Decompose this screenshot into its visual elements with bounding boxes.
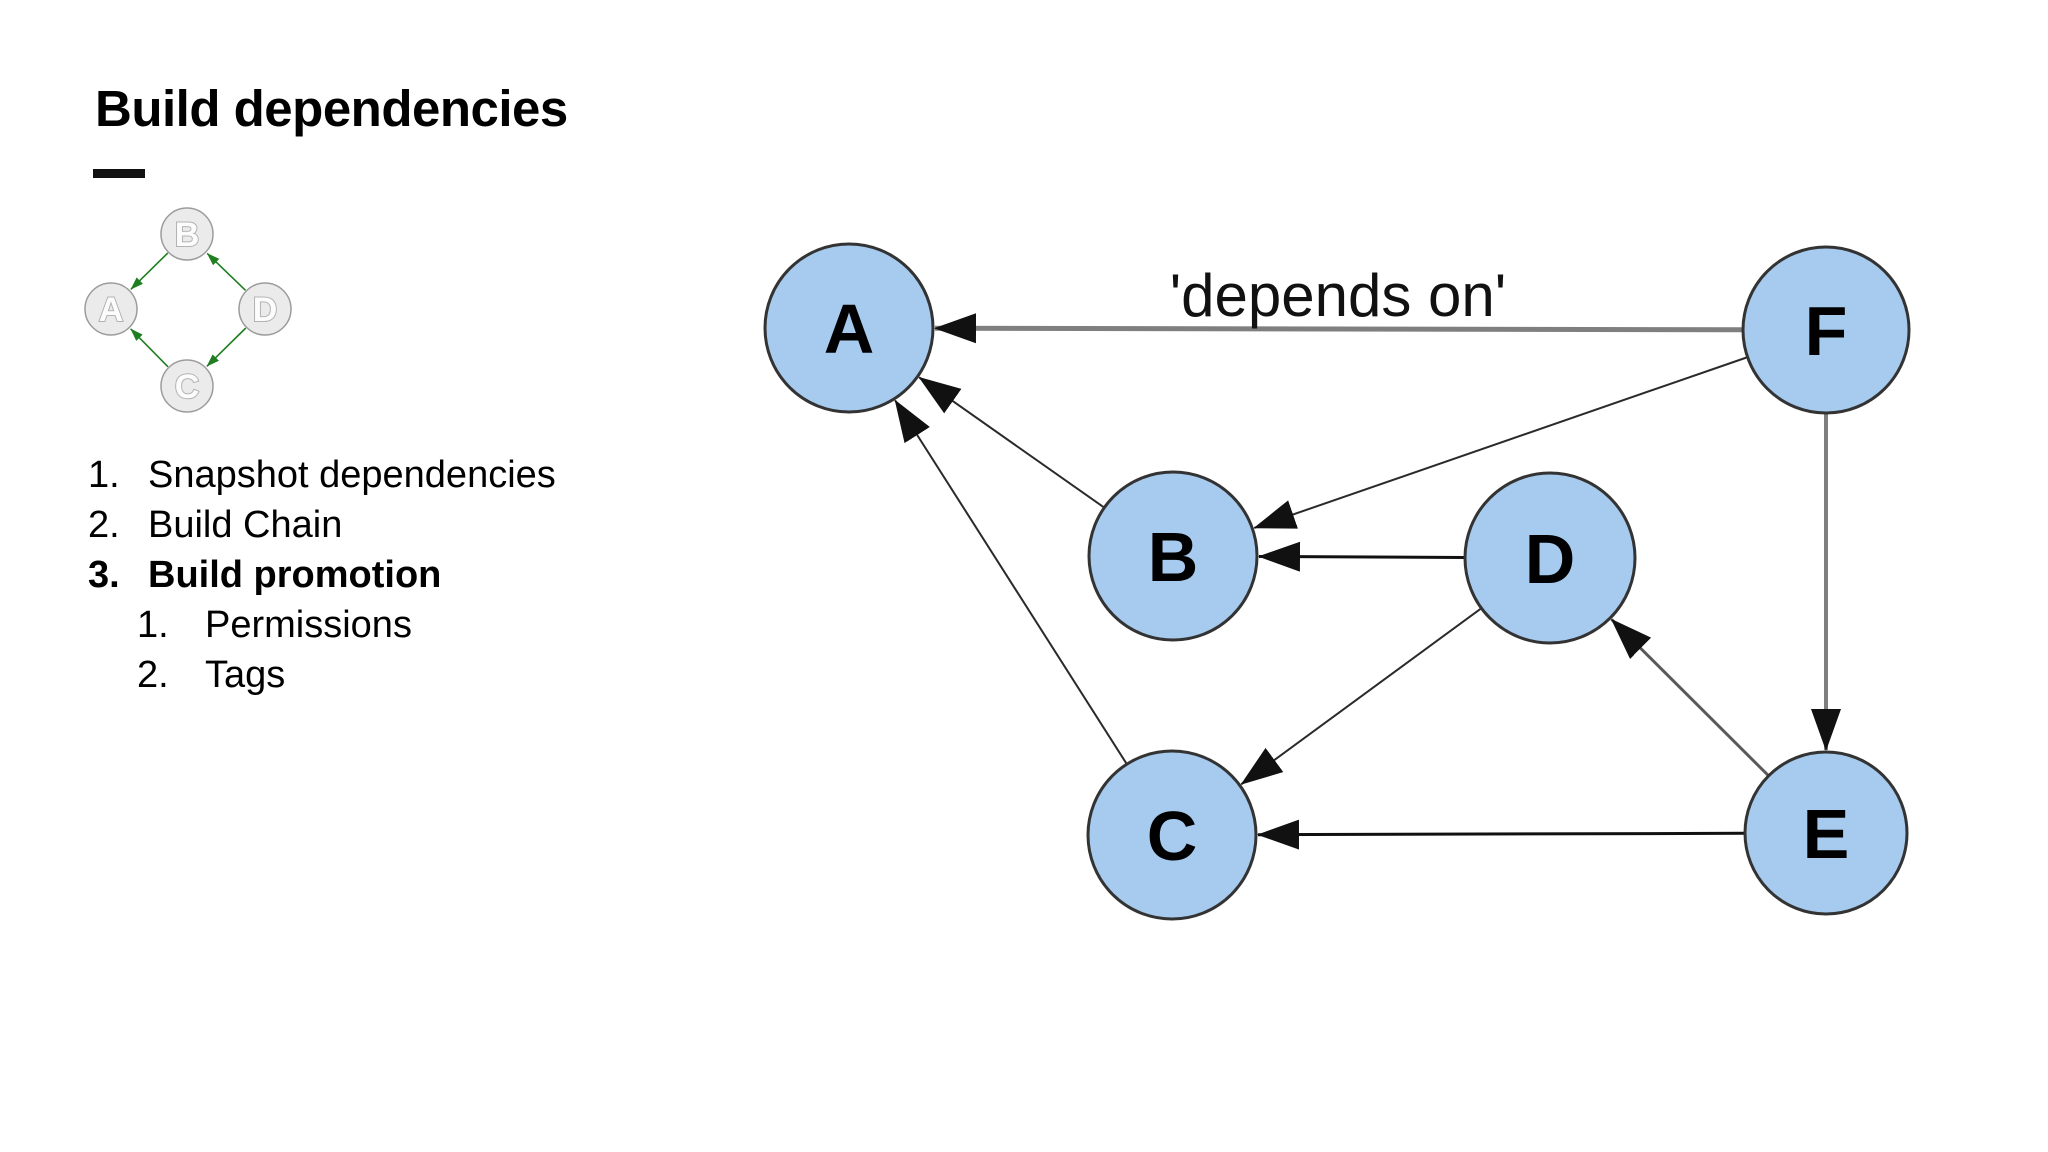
graph-node-A: A [84, 282, 138, 336]
node-circle-D [238, 282, 292, 336]
node-label-C: C [175, 368, 200, 406]
agenda-item-number: 1. [137, 603, 169, 646]
agenda-item-5: 2. Tags [137, 650, 285, 700]
graph-node-D: D [238, 282, 292, 336]
node-circle-B [160, 207, 214, 261]
edge-C-to-A [130, 328, 169, 368]
graph-node-B: B [1087, 470, 1259, 642]
agenda-item-number: 2. [137, 653, 169, 696]
edge-label-depends-on: 'depends on' [1170, 262, 1507, 329]
node-label-D: D [253, 291, 278, 329]
graph-node-E: E [1743, 750, 1909, 916]
agenda-item-2: 2. Build Chain [88, 500, 342, 550]
node-label-C: C [1147, 797, 1198, 875]
agenda-item-label: Build Chain [148, 503, 343, 546]
agenda-item-number: 2. [88, 503, 120, 546]
agenda-item-label: Snapshot dependencies [148, 453, 556, 496]
edge-D-to-B [206, 252, 247, 291]
graph-node-F: F [1741, 245, 1911, 415]
agenda-item-number: 3. [88, 553, 120, 596]
node-circle-C [160, 359, 214, 413]
agenda-item-number: 1. [88, 453, 120, 496]
edge-E-to-D [1610, 618, 1769, 777]
edge-C-to-A [894, 399, 1128, 764]
node-circle-D [1463, 471, 1637, 645]
graph-node-B: B [160, 207, 214, 261]
edge-B-to-A [130, 252, 169, 290]
node-label-B: B [1148, 518, 1199, 596]
edge-D-to-B [1258, 541, 1465, 572]
slide-title: Build dependencies [95, 80, 568, 137]
edge-D-to-C [206, 327, 247, 367]
node-circle-E [1743, 750, 1909, 916]
node-label-E: E [1803, 795, 1850, 873]
node-circle-A [84, 282, 138, 336]
node-circle-A [763, 242, 935, 414]
graph-node-D: D [1463, 471, 1637, 645]
graph-node-A: A [763, 242, 935, 414]
agenda-item-label: Permissions [205, 603, 412, 646]
edge-F-to-B [1253, 356, 1747, 529]
node-circle-C [1086, 749, 1258, 921]
node-label-F: F [1805, 292, 1848, 370]
graph-node-C: C [160, 359, 214, 413]
mini-dependency-diagram: B A D C [84, 207, 292, 413]
edge-F-to-A [934, 313, 1743, 344]
node-label-D: D [1525, 520, 1576, 598]
title-dash-divider [93, 169, 145, 178]
edge-B-to-A [918, 376, 1105, 508]
agenda-item-label: Tags [205, 653, 286, 696]
agenda-item-label: Build promotion [148, 553, 442, 596]
node-label-A: A [824, 290, 875, 368]
agenda-item-1: 1. Snapshot dependencies [88, 450, 556, 500]
edge-E-to-C [1257, 819, 1745, 850]
edge-D-to-C [1240, 607, 1482, 786]
graph-node-C: C [1086, 749, 1258, 921]
agenda-item-3: 3. Build promotion [88, 550, 441, 600]
node-circle-B [1087, 470, 1259, 642]
agenda-item-4: 1. Permissions [137, 600, 412, 650]
node-label-A: A [99, 291, 124, 329]
node-circle-F [1741, 245, 1911, 415]
node-label-B: B [175, 216, 200, 254]
